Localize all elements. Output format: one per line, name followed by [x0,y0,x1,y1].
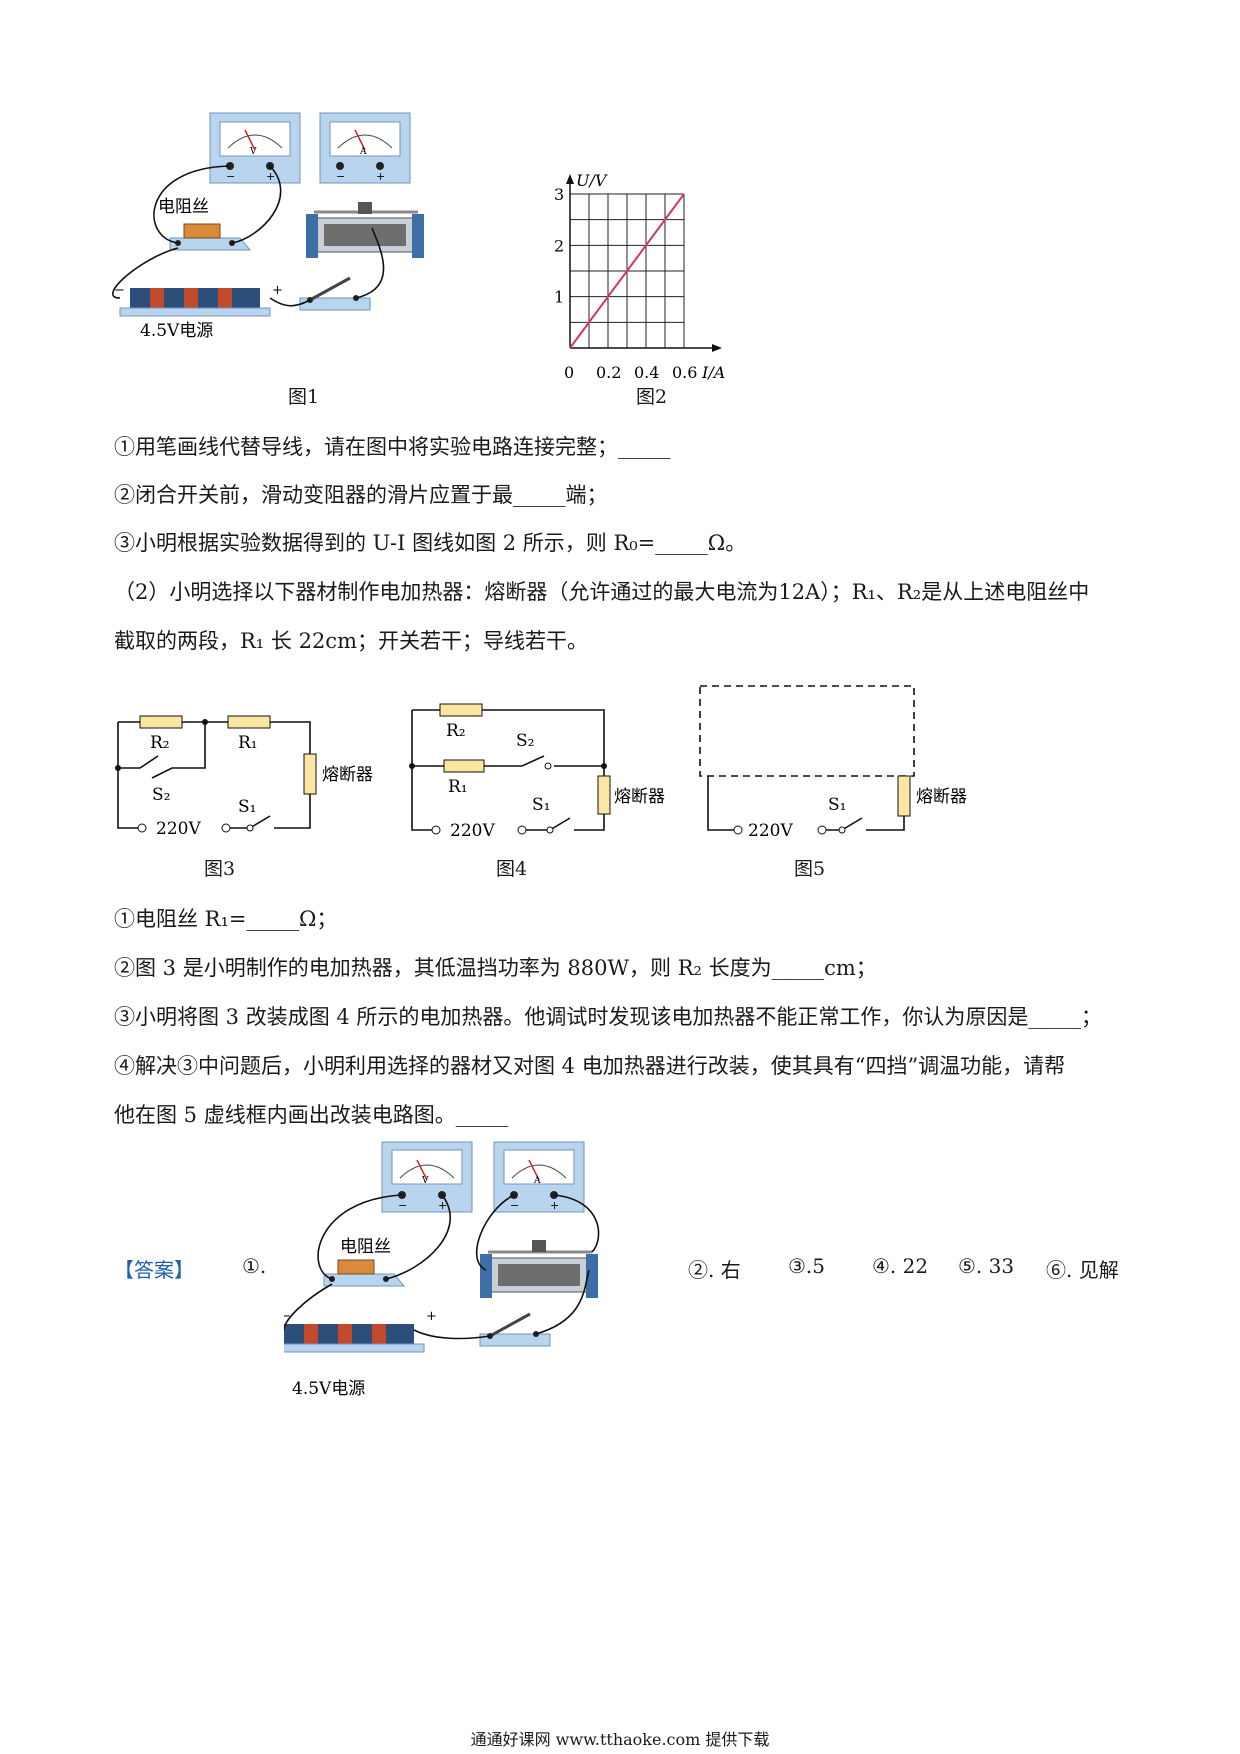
figure-1-caption: 图1 [288,386,320,408]
ammeter-letter: A [359,147,367,157]
fig3-s1-label: S₁ [238,797,256,817]
question-2-2: ②图 3 是小明制作的电加热器，其低温挡功率为 880W，则 R₂ 长度为___… [114,956,877,980]
answer-circuit-figure: V − + A − + 电阻丝 − + 4.5V电源 [284,1141,600,1399]
fig3-fuse-label: 熔断器 [322,765,373,785]
svg-text:电阻丝: 电阻丝 [340,1237,391,1257]
answer-battery: − + 4.5V电源 [284,1309,437,1399]
figure-1-circuit: V − + A − + 电阻丝 − + 4.5V电源 [112,112,424,341]
page-footer: 通通好课网 www.tthaoke.com 提供下载 [470,1730,770,1749]
svg-text:−: − [336,170,345,183]
question-2-3: ③小明将图 3 改装成图 4 所示的电加热器。他调试时发现该电加热器不能正常工作… [114,1005,1102,1029]
resistance-wire-board: 电阻丝 [158,197,252,251]
chart-axes [566,174,722,352]
knife-switch [299,276,371,311]
fig4-s1-label: S₁ [532,795,550,815]
x-tick-label: 0 [564,363,574,382]
fig4-fuse-label: 熔断器 [614,787,665,807]
answer-6: ⑥. 见解 [1046,1258,1119,1282]
svg-text:A: A [533,1176,541,1186]
ammeter: A − + [319,112,411,184]
svg-text:+: + [376,170,385,183]
svg-text:+: + [266,170,275,183]
fig4-voltage-label: 220V [450,821,495,841]
svg-text:+: + [272,283,283,298]
answer-2: ②. 右 [688,1258,741,1282]
question-1-3: ③小明根据实验数据得到的 U-I 图线如图 2 所示，则 R₀=_____Ω。 [114,531,747,555]
answer-1: ①. [242,1254,267,1278]
answer-rheostat [480,1240,598,1298]
figure-5-circuit: S₁ 220V 熔断器 [699,685,967,841]
answer-switch [479,1312,551,1347]
y-axis-label: U/V [576,172,608,190]
part-2-line-1: （2）小明选择以下器材制作电加热器：熔断器（允许通过的最大电流为12A）；R₁、… [114,580,1090,604]
answer-ammeter: A − + [493,1141,585,1213]
answer-tag: 【答案】 [114,1258,194,1282]
fig3-r2-label: R₂ [150,733,170,753]
part-2-line-2: 截取的两段，R₁ 长 22cm；开关若干；导线若干。 [114,629,588,653]
fig5-fuse-label: 熔断器 [916,787,967,807]
question-1-1: ①用笔画线代替导线，请在图中将实验电路连接完整；_____ [114,435,671,459]
answer-3: ③.5 [788,1254,826,1278]
answer-5: ⑤. 33 [958,1254,1015,1278]
y-tick-label: 1 [554,288,564,307]
voltmeter: V − + [209,112,301,184]
answer-wires [284,1194,600,1340]
figure-5-caption: 图5 [794,858,826,880]
svg-text:−: − [284,1309,291,1324]
svg-text:−: − [114,283,125,298]
question-1-2: ②闭合开关前，滑动变阻器的滑片应置于最_____端； [114,483,608,507]
fig3-voltage-label: 220V [156,819,201,839]
fig4-s2-label: S₂ [516,731,534,751]
fig3-r1-label: R₁ [238,733,258,753]
svg-text:4.5V电源: 4.5V电源 [292,1379,365,1399]
svg-text:V: V [421,1176,429,1186]
dashed-design-box [699,685,915,777]
chart-tick-labels: U/V I/A 0 0.2 0.4 0.6 1 2 3 [554,172,725,382]
fig5-voltage-label: 220V [748,821,793,841]
fig4-r1-label: R₁ [448,777,468,797]
svg-text:−: − [510,1199,519,1212]
y-tick-label: 3 [554,185,564,204]
y-tick-label: 2 [554,236,564,255]
battery-4.5v: − + 4.5V电源 [114,283,283,341]
x-axis-arrow [712,344,722,352]
answer-voltmeter: V − + [381,1141,473,1213]
x-tick-label: 0.4 [634,363,659,382]
figure-2-caption: 图2 [636,386,668,408]
x-tick-label: 0.6 [672,363,697,382]
rheostat [306,202,424,258]
figure-3-caption: 图3 [204,858,236,880]
fig3-s2-label: S₂ [152,785,170,805]
svg-text:+: + [550,1199,559,1212]
wire-label: 电阻丝 [158,197,209,217]
source-label: 4.5V电源 [140,321,213,341]
chart-series [569,193,685,349]
figure-3-circuit: R₂ R₁ S₂ S₁ 220V 熔断器 [115,715,373,839]
svg-text:+: + [426,1309,437,1324]
figure-2-ui-chart: U/V I/A 0 0.2 0.4 0.6 1 2 3 [554,172,725,382]
question-2-1: ①电阻丝 R₁=_____Ω； [114,907,338,931]
svg-text:−: − [226,170,235,183]
x-tick-label: 0.2 [596,363,621,382]
question-2-4-line-2: 他在图 5 虚线框内画出改装电路图。_____ [114,1103,509,1127]
figure-4-circuit: R₂ R₁ S₂ S₁ 220V 熔断器 [409,703,665,841]
voltmeter-letter: V [249,147,257,157]
fig5-s1-label: S₁ [828,795,846,815]
svg-text:−: − [398,1199,407,1212]
answer-4: ④. 22 [872,1254,929,1278]
series-line [569,193,685,349]
answer-resistance-wire: 电阻丝 [323,1237,406,1287]
question-2-4-line-1: ④解决③中问题后，小明利用选择的器材又对图 4 电加热器进行改装，使其具有“四挡… [114,1054,1066,1078]
fig4-r2-label: R₂ [446,721,466,741]
svg-text:+: + [438,1199,447,1212]
figure-4-caption: 图4 [496,858,528,880]
x-axis-label: I/A [701,363,725,382]
y-axis-arrow [566,174,574,184]
